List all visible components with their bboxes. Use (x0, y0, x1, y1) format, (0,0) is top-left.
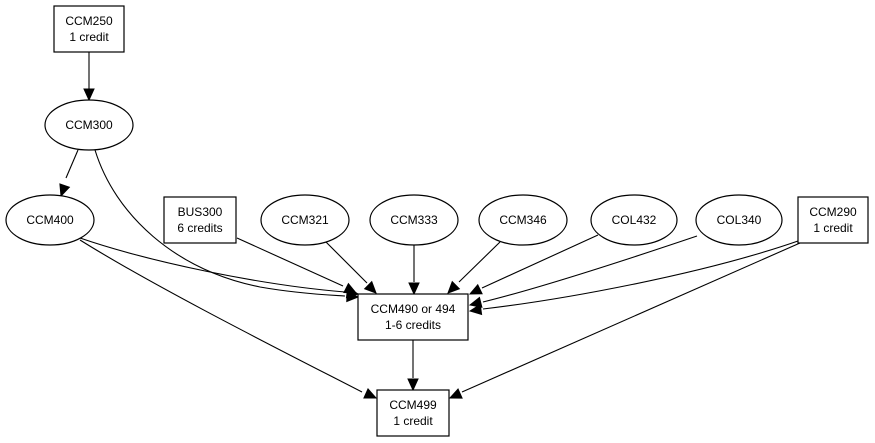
edge-ccm321-to-ccm490 (325, 241, 377, 294)
ellipse-node-shape (260, 194, 350, 246)
node-ccm400: CCM400 (5, 194, 95, 246)
edge-ccm400-to-ccm490 (79, 237, 360, 299)
edge-ccm290-to-ccm490 (468, 240, 799, 316)
edge-line (458, 241, 501, 283)
edge-line (65, 149, 79, 179)
node-col340: COL340 (695, 194, 783, 246)
ellipse-node-shape (695, 194, 783, 246)
node-title: BUS300 (178, 205, 223, 219)
node-credits: 1 credit (69, 30, 109, 44)
node-ccm250: CCM250 1 credit (53, 5, 125, 53)
ellipse-node-shape (44, 99, 134, 151)
edge-line (325, 241, 368, 284)
node-ccm290: CCM290 1 credit (797, 196, 869, 244)
box-node-shape (53, 5, 125, 53)
edge-ccm333-to-ccm490 (408, 245, 420, 296)
node-ccm333: CCM333 (369, 194, 459, 246)
node-credits: 1 credit (393, 414, 433, 428)
node-ccm346: CCM346 (478, 194, 568, 246)
arrowhead-icon (408, 282, 420, 296)
arrowhead-icon (83, 88, 95, 102)
ellipse-node-shape (5, 194, 95, 246)
edge-ccm346-to-ccm490 (447, 241, 501, 294)
ellipse-node-shape (478, 194, 568, 246)
edge-line (481, 234, 599, 289)
arrowhead-icon (447, 280, 461, 294)
arrowhead-icon (363, 280, 377, 294)
edge-col432-to-ccm490 (468, 234, 599, 295)
node-title: CCM499 (389, 398, 437, 412)
node-credits: 1 credit (813, 221, 853, 235)
ellipse-node-shape (369, 194, 459, 246)
edge-ccm300-to-ccm400 (59, 149, 79, 198)
node-title: CCM333 (390, 213, 438, 227)
box-node-shape (163, 196, 237, 244)
edge-line (461, 242, 801, 393)
node-title: CCM400 (26, 213, 74, 227)
arrowhead-icon (407, 378, 419, 392)
arrowhead-icon (468, 283, 483, 295)
edge-ccm490-to-ccm499 (407, 340, 419, 392)
arrowhead-icon (343, 282, 358, 294)
arrowhead-icon (448, 388, 463, 399)
edge-line (236, 237, 344, 287)
node-title: CCM290 (809, 205, 857, 219)
arrowhead-icon (468, 303, 483, 316)
node-title: CCM490 or 494 (371, 302, 456, 316)
ellipse-node-shape (590, 194, 678, 246)
edge-ccm400-to-ccm499 (79, 239, 378, 399)
edges-layer (59, 52, 801, 399)
edge-line (79, 239, 363, 393)
node-ccm321: CCM321 (260, 194, 350, 246)
box-node-shape (797, 196, 869, 244)
edge-col340-to-ccm490 (468, 235, 698, 308)
node-title: CCM250 (65, 14, 113, 28)
arrowhead-icon (59, 183, 71, 198)
node-credits: 1-6 credits (385, 318, 441, 332)
node-title: COL340 (717, 213, 762, 227)
edge-ccm290-to-ccm499 (448, 242, 801, 399)
node-ccm499: CCM499 1 credit (376, 389, 450, 437)
edge-bus300-to-ccm490 (236, 237, 358, 294)
box-node-shape (376, 389, 450, 437)
node-ccm300: CCM300 (44, 99, 134, 151)
edge-ccm250-to-ccm300 (83, 52, 95, 102)
node-title: CCM321 (281, 213, 329, 227)
edge-line (79, 237, 346, 293)
node-bus300: BUS300 6 credits (163, 196, 237, 244)
node-title: CCM346 (499, 213, 547, 227)
node-title: CCM300 (65, 118, 113, 132)
node-ccm490: CCM490 or 494 1-6 credits (357, 293, 469, 341)
edge-line (94, 149, 346, 297)
arrowhead-icon (363, 388, 378, 399)
node-col432: COL432 (590, 194, 678, 246)
box-node-shape (357, 293, 469, 341)
edge-line (482, 235, 698, 303)
node-credits: 6 credits (177, 221, 222, 235)
node-title: COL432 (612, 213, 657, 227)
edge-line (482, 240, 799, 310)
